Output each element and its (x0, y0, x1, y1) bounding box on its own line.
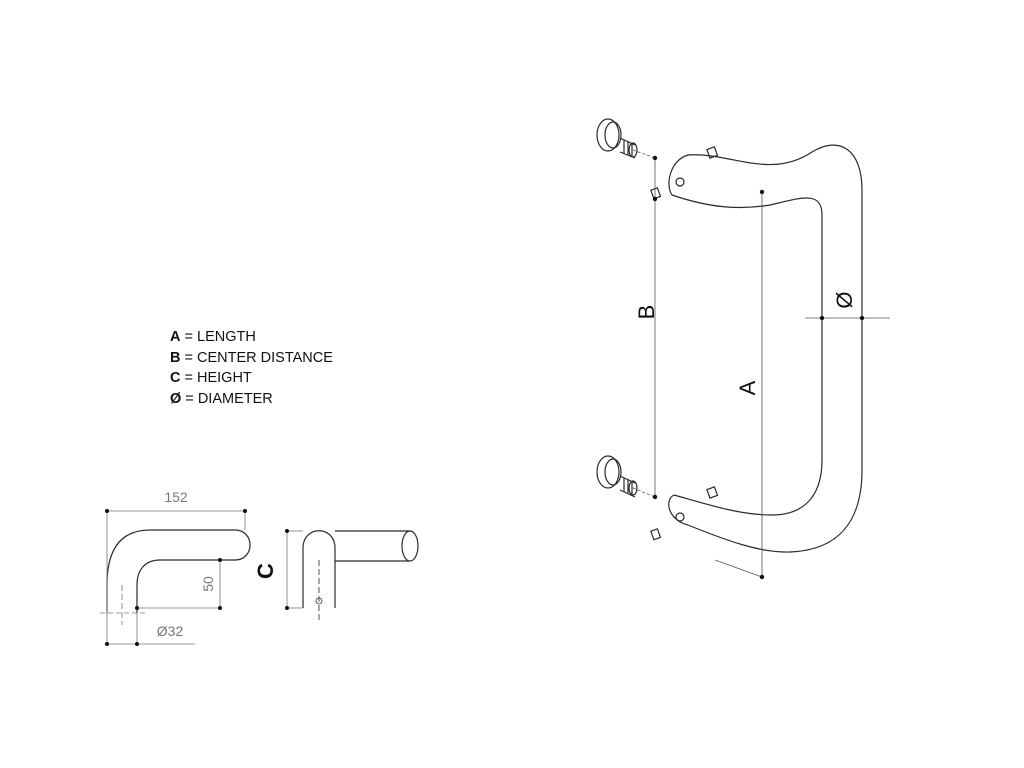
legend-sep: = (181, 390, 198, 407)
legend-key: B (170, 349, 181, 366)
handle-top-end (668, 154, 689, 196)
legend-row-height: C = HEIGHT (170, 368, 333, 389)
iso-dimension-dots (652, 155, 865, 580)
section-rail-outline (335, 530, 410, 562)
handle-pipe-outline-outer (687, 144, 863, 553)
iso-label-b: B (634, 305, 659, 320)
legend-text: HEIGHT (197, 370, 252, 386)
section-label-c: C (253, 563, 278, 579)
handle-bottom-hole (675, 512, 685, 522)
iso-label-diameter: Ø (832, 291, 857, 308)
section-view (302, 530, 419, 622)
side-view-dim-dots (105, 509, 247, 646)
section-dimensions (286, 530, 303, 609)
legend-key: Ø (170, 390, 182, 407)
side-view-diameter-label: Ø32 (157, 623, 184, 639)
legend-key: C (170, 370, 181, 386)
top-grub-screw (706, 146, 719, 159)
bottom-rosette (596, 455, 620, 489)
legend-row-center-distance: B = CENTER DISTANCE (170, 348, 333, 369)
section-dim-dots (285, 529, 289, 610)
bottom-grub-screw (706, 486, 719, 499)
legend-key: A (170, 329, 181, 345)
top-fixing-screw (619, 137, 636, 159)
legend-sep: = (180, 329, 198, 345)
handle-pipe-outline-inner (671, 194, 823, 516)
top-rosette (596, 118, 620, 152)
legend-text: DIAMETER (197, 390, 273, 407)
side-view-dimensions (100, 510, 246, 645)
side-view-length-label: 152 (164, 489, 188, 505)
top-grub-screw-2 (650, 187, 662, 200)
legend-sep: = (180, 370, 198, 386)
side-view-outline (106, 529, 251, 613)
section-rail-cut (401, 530, 419, 562)
handle-isometric-view (596, 118, 863, 553)
handle-bottom-end (668, 494, 689, 526)
legend-row-diameter: Ø = DIAMETER (170, 389, 333, 410)
bottom-grub-screw-2 (650, 528, 662, 541)
legend-row-length: A = LENGTH (170, 327, 333, 348)
section-post-outline (302, 530, 336, 608)
legend-text: LENGTH (197, 329, 256, 345)
legend-text: CENTER DISTANCE (197, 349, 333, 366)
side-view (106, 529, 251, 613)
bottom-fixing-screw (619, 475, 636, 498)
dimension-legend: A = LENGTH B = CENTER DISTANCE C = HEIGH… (170, 327, 333, 409)
iso-dimension-lines (632, 149, 890, 578)
legend-sep: = (180, 349, 198, 366)
handle-top-hole (675, 177, 685, 187)
side-view-height-label: 50 (200, 576, 216, 592)
iso-label-a: A (735, 380, 760, 395)
